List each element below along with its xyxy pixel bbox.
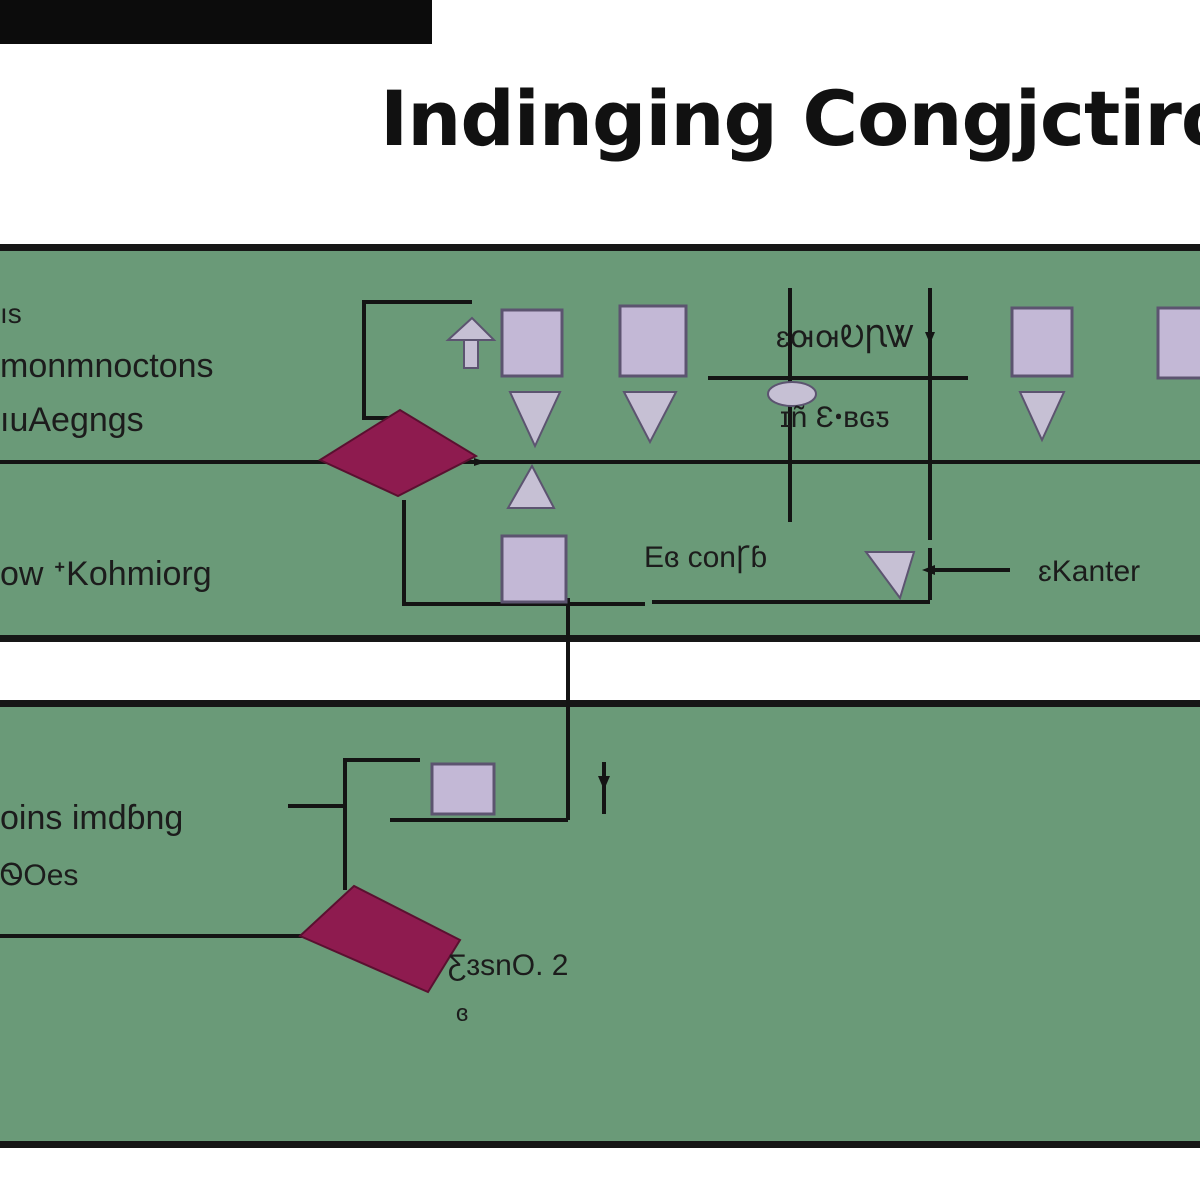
process-box[interactable] (500, 534, 568, 604)
node-label-bottom: Eɞ conꞄɓ (644, 541, 768, 574)
lower-node-label: ƸɜsnO. 2 (448, 949, 569, 982)
lower-sub-label: ɞ (456, 1000, 469, 1027)
decision-diamond-lower[interactable] (298, 884, 462, 994)
process-box[interactable] (618, 304, 688, 378)
decision-diamond-upper[interactable] (317, 408, 479, 498)
process-box[interactable] (1156, 306, 1200, 380)
lower-label-row1: oins imdɓng (0, 799, 184, 837)
process-box[interactable] (1010, 306, 1074, 378)
process-box[interactable] (500, 308, 564, 378)
process-box[interactable] (430, 762, 496, 816)
right-label: ɛKanter (1038, 555, 1141, 588)
upper-label-row4: ow ᐩKohmiorg (0, 555, 212, 593)
decision-nodes (298, 408, 479, 994)
top-bar (0, 0, 432, 44)
upper-label-row2: monmnoctons (0, 347, 214, 385)
process-boxes (430, 304, 1200, 816)
page-title: Indinging Congjctiron (380, 74, 1200, 163)
upper-label-row3: ıuAegngs (0, 401, 144, 439)
node-label-mid: ɪñ Ɛꞏʙɢƽ (780, 401, 890, 434)
lower-swimlane (0, 700, 1200, 1148)
upper-label-row1: ıs (0, 298, 22, 329)
node-label-top: ɛꙕꙕᎧꞂᏔ (776, 321, 915, 354)
lower-label-row2: ᏫOes (0, 859, 79, 892)
